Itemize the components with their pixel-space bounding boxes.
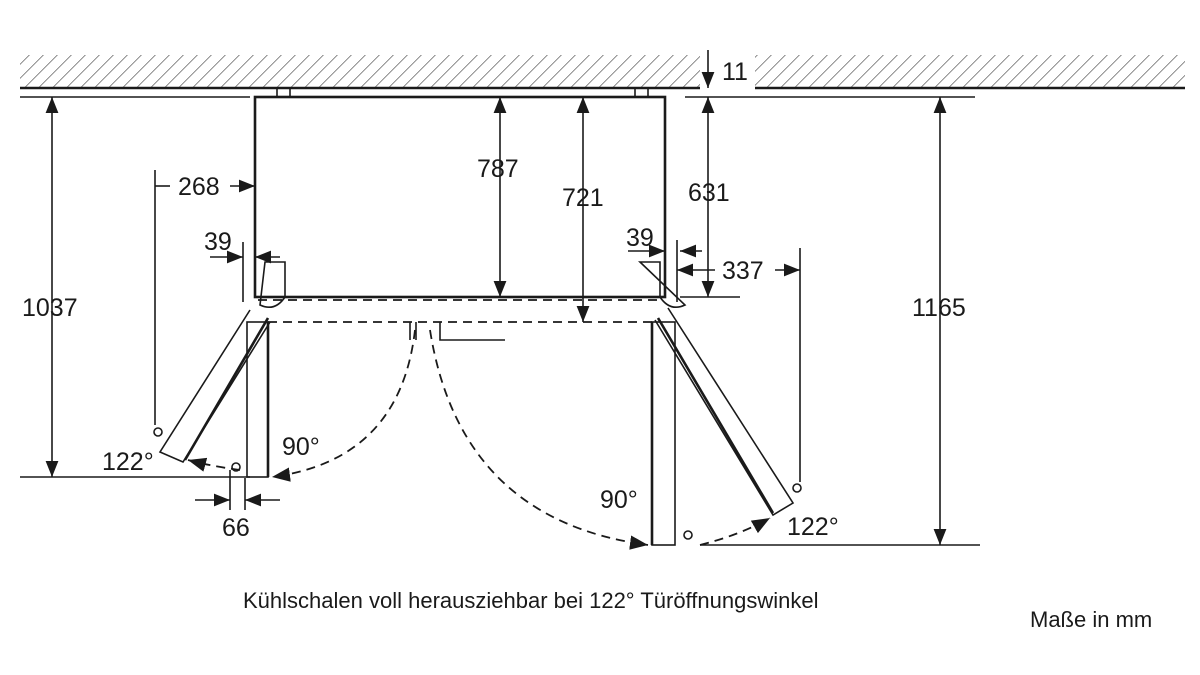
angle-right-90: 90° (600, 486, 638, 514)
dim-66: 66 (222, 514, 250, 542)
angle-left-90: 90° (282, 433, 320, 461)
caption: Kühlschalen voll herausziehbar bei 122° … (243, 588, 819, 613)
dim-721: 721 (562, 184, 604, 212)
wall-hatching (20, 55, 1185, 90)
angle-right-122: 122° (787, 513, 839, 541)
units-note: Maße in mm (1030, 607, 1153, 632)
right-door (429, 307, 802, 550)
dim-ceiling-gap: 11 (722, 58, 748, 86)
dim-337: 337 (722, 257, 764, 285)
dimension-lines (20, 50, 980, 546)
left-door (153, 309, 416, 482)
dim-39-left: 39 (204, 228, 232, 256)
dim-631: 631 (688, 179, 730, 207)
dim-268: 268 (178, 173, 220, 201)
angle-left-122: 122° (102, 448, 154, 476)
dim-787: 787 (477, 155, 519, 183)
dim-1165: 1165 (912, 294, 966, 322)
dim-1037: 1037 (22, 294, 78, 322)
fridge-body (253, 87, 687, 341)
dim-39-right: 39 (626, 224, 654, 252)
